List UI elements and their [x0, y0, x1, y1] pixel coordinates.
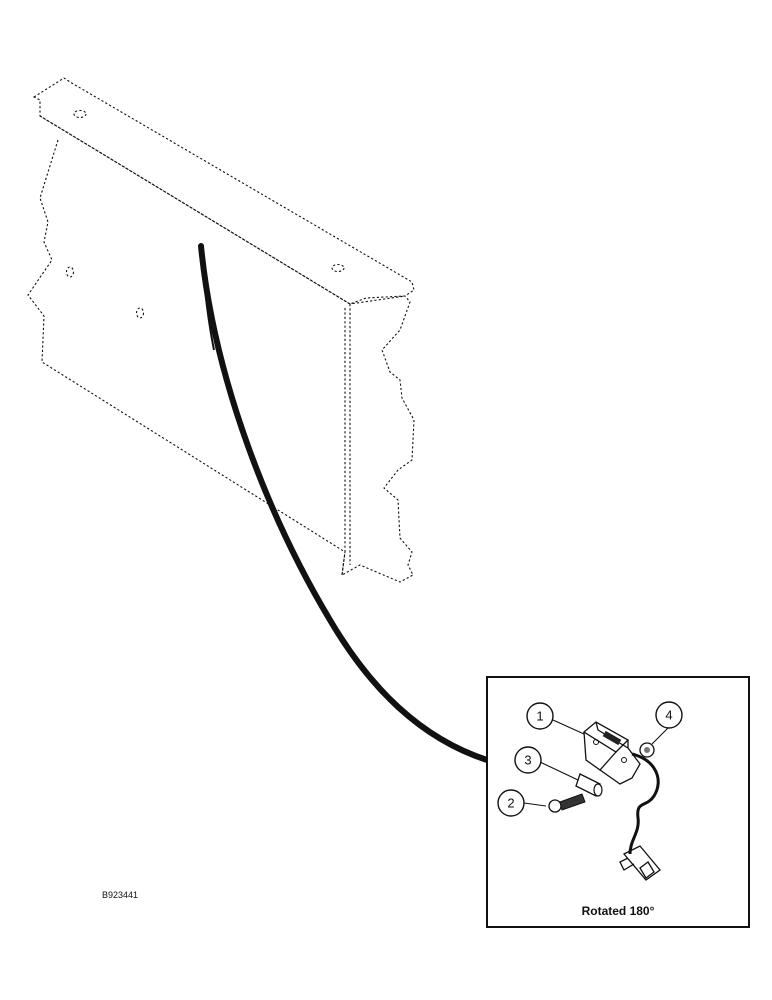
leader-line-2 — [523, 802, 547, 807]
leader-line-4 — [651, 725, 671, 745]
nut-part — [639, 742, 655, 758]
detail-inset: Rotated 180° — [486, 676, 750, 928]
leader-line-3 — [539, 761, 579, 781]
svg-text:4: 4 — [665, 708, 672, 723]
sensor-lead — [619, 752, 661, 881]
leader-line-1 — [552, 719, 585, 735]
svg-text:3: 3 — [524, 753, 531, 768]
figure-id: B923441 — [102, 890, 138, 900]
callout-4: 4 — [655, 701, 683, 729]
frame-panel — [27, 77, 415, 583]
harness-wire — [198, 243, 490, 763]
inset-caption: Rotated 180° — [582, 904, 655, 918]
svg-text:2: 2 — [507, 796, 514, 811]
svg-text:1: 1 — [536, 709, 543, 724]
sensor-bracket — [582, 721, 641, 785]
callout-3: 3 — [514, 746, 542, 774]
bolt-part — [548, 793, 586, 813]
callout-2: 2 — [497, 789, 525, 817]
spacer-part — [575, 773, 603, 797]
callout-1: 1 — [526, 702, 554, 730]
